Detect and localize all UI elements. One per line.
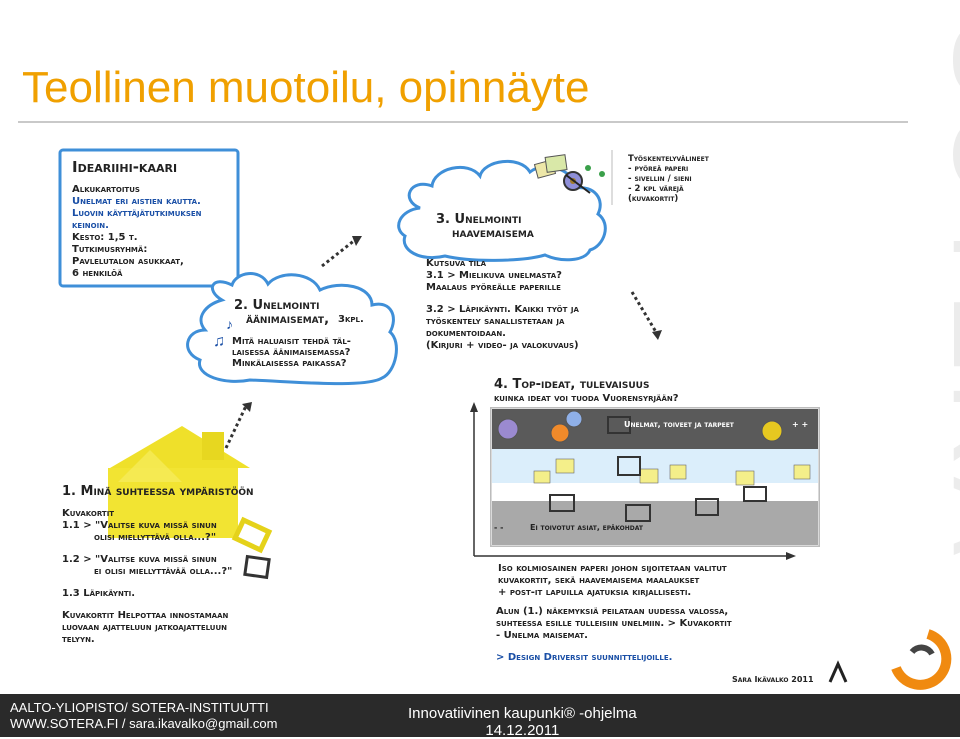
stage1-frame [58, 148, 240, 288]
cloud3-line-3: Maalaus pyöreälle paperille [426, 282, 561, 293]
board-top-label: Unelmat, toiveet ja tarpeet [624, 420, 734, 429]
watermark-text: SOTERA [928, 20, 960, 565]
process-arrows [224, 236, 662, 449]
stage4-line-3: + post-it lapuilla ajatuksia kirjallises… [498, 587, 692, 598]
board-bottom-label: Ei toivotut asiat, epäkohdat [530, 523, 644, 532]
stage1b-line-d1: Kuvakortit Helpottaa innostamaan [62, 610, 229, 621]
cloud2-count: 3kpl. [338, 314, 364, 325]
stage4-line-6: - Unelma maisemat. [496, 630, 588, 641]
tools-line-2: - pyöreä paperi [628, 164, 689, 174]
cloud2-line-2: laisessa äänimaisemassa? [232, 347, 351, 358]
cloud3-line-4: 3.2 > Läpikäynti. Kaikki työt ja [426, 304, 579, 315]
stage1-line-1: Kesto: 1,5 t. [72, 232, 138, 243]
tools-line-5: (kuvakortit) [628, 194, 679, 204]
stage4-line-1: Iso kolmiosainen paperi johon sijoitetaa… [498, 563, 727, 574]
footer-org: AALTO-YLIOPISTO/ SOTERA-INSTITUUTTI [10, 700, 269, 715]
footer-left: AALTO-YLIOPISTO/ SOTERA-INSTITUUTTI WWW.… [10, 700, 277, 732]
title-divider [18, 121, 908, 123]
tools-line-3: - sivellin / sieni [628, 174, 692, 184]
cloud2-line-1: Mitä haluaisit tehdä täl- [232, 336, 351, 347]
footer-date: 14.12.2011 [485, 722, 560, 739]
stage1-line-3: Pavlelutalon asukkaat, [72, 256, 184, 267]
stage1-subheading: Alkukartoitus [72, 184, 140, 195]
cloud3-heading-2: haavemaisema [452, 226, 534, 241]
dream-bubbles [497, 410, 783, 443]
stage4-line-4: Alun (1.) näkemyksiä peilataan uudessa v… [496, 606, 729, 617]
stage4-subheading: kuinka ideat voi tuoda Vuorensyrjään? [494, 393, 679, 404]
cloud3-line-2: 3.1 > Mielikuva unelmasta? [426, 270, 562, 281]
image-cards [549, 416, 767, 522]
board-plus-label: + + [792, 420, 809, 429]
stage1-blue-line-3: keinoin. [72, 220, 109, 231]
stage4-line-2: kuvakortit, sekä haavemaisema maalaukset [498, 575, 700, 586]
slide-title: Teollinen muotoilu, opinnäyte [22, 63, 590, 112]
music-note-icon-2: ♪ [226, 316, 233, 332]
stage4-heading: 4. Top-ideat, tulevaisuus [494, 377, 650, 392]
sotera-watermark: SOTERA [928, 20, 960, 565]
caret-up-icon [828, 660, 848, 683]
signature: Sara Ikävalko 2011 [732, 675, 814, 684]
stage1b-line-b1: 1.2 > "Valitse kuva missä sinun [62, 554, 217, 565]
footer-bar [0, 694, 960, 737]
cloud3-line-1: Kutsuva tila [426, 258, 487, 269]
stage1b-line-c: 1.3 Läpikäynti. [62, 588, 135, 599]
stage4-line-5: suhteessa esille tulleisiin unelmiin. > … [496, 618, 732, 629]
stage1b-subheading: Kuvakortit [62, 508, 115, 519]
design-drivers-link[interactable]: > Design Driversit suunnittelijoille. [496, 652, 673, 663]
stage1b-line-a2: olisi miellyttävä olla...?" [94, 532, 217, 543]
cloud2-shape [186, 272, 398, 386]
cloud3-line-5: työskentely sanallistetaan ja [426, 316, 565, 327]
cloud2-heading-2: äänimaisemat, [246, 312, 330, 327]
tools-illustration [533, 150, 613, 205]
footer-center: Innovatiivinen kaupunki® -ohjelma 14.12.… [408, 705, 637, 739]
stage1b-line-b2: ei olisi miellyttävää olla...?" [94, 566, 233, 577]
cloud2-heading-1: 2. Unelmointi [234, 298, 320, 313]
stage1-heading: Ideariihi-kaari [72, 158, 178, 176]
house-illustration [108, 426, 273, 580]
stage1b-heading: 1. Minä suhteessa ympäristöön [62, 484, 254, 499]
board-minus-label: - - [494, 523, 504, 532]
cloud3-heading-1: 3. Unelmointi [436, 212, 522, 227]
stage1b-line-a1: 1.1 > "Valitse kuva missä sinun [62, 520, 217, 531]
sotera-logo-icon [891, 629, 952, 690]
stage1b-line-d2: luovaan ajatteluun jatkoajatteluun [62, 622, 228, 633]
stage1-line-4: 6 henkilöä [72, 268, 123, 279]
stage1-blue-line-1: Unelmat eri aistien kautta. [72, 196, 201, 207]
stage1-line-2: Tutkimusryhmä: [72, 244, 148, 255]
post-it-notes [533, 458, 811, 486]
cloud3-shape [397, 159, 607, 262]
cloud2-line-3: Minkälaisessa paikassa? [232, 358, 347, 369]
cloud3-line-7: (Kirjuri + video- ja valokuvaus) [426, 340, 579, 351]
stage1b-line-d3: telyyn. [62, 634, 95, 645]
footer-program: Innovatiivinen kaupunki® -ohjelma [408, 705, 637, 722]
tools-line-1: Työskentelyvälineet [628, 154, 709, 164]
music-note-icon: ♫ [213, 333, 225, 350]
stage1-blue-line-2: Luovin käyttäjätutkimuksen [72, 208, 202, 219]
footer-contact[interactable]: WWW.SOTERA.FI / sara.ikavalko@gmail.com [10, 716, 278, 731]
tools-line-4: - 2 kpl värejä [628, 184, 684, 194]
cloud3-line-6: dokumentoidaan. [426, 328, 506, 339]
ideas-board [490, 407, 820, 547]
